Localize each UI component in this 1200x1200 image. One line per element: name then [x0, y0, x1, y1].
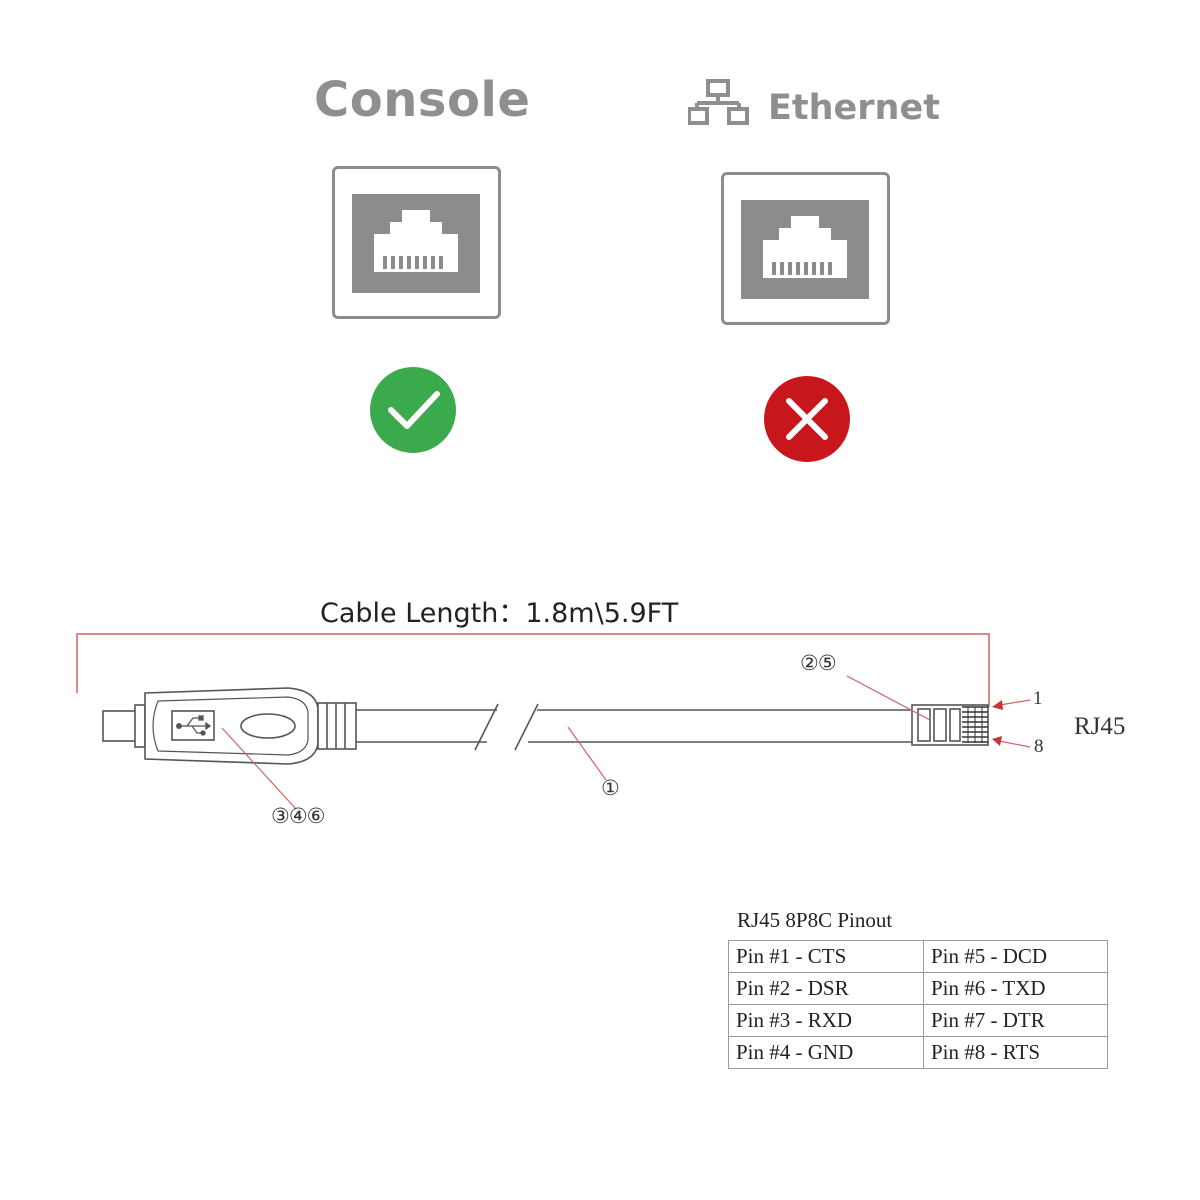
console-port-panel	[332, 166, 501, 319]
table-row: Pin #4 - GND Pin #8 - RTS	[728, 1036, 1108, 1069]
arrow-pin-1	[992, 700, 1003, 710]
table-row: Pin #3 - RXD Pin #7 - DTR	[728, 1004, 1108, 1037]
dimension-line	[76, 633, 990, 707]
table-row: Pin #1 - CTS Pin #5 - DCD	[728, 940, 1108, 973]
rj45-contacts	[962, 706, 988, 743]
leader-usb-plug	[221, 727, 297, 810]
pin-1-label: 1	[1033, 688, 1043, 709]
rj45-port-icon	[741, 200, 869, 299]
callout-cable: ①	[601, 776, 620, 800]
arrow-pin-8	[992, 736, 1002, 746]
cross-icon	[764, 376, 850, 462]
check-icon	[370, 367, 456, 453]
pinout-cell: Pin #4 - GND	[728, 1036, 924, 1069]
ethernet-port-panel	[721, 172, 890, 325]
console-title: Console	[314, 72, 531, 128]
usb-connector	[102, 687, 319, 765]
pinout-cell: Pin #2 - DSR	[728, 972, 924, 1005]
pinout-cell: Pin #3 - RXD	[728, 1004, 924, 1037]
leader-rj45-housing	[846, 675, 931, 721]
rj45-label: RJ45	[1074, 713, 1126, 740]
pinout-cell: Pin #5 - DCD	[923, 940, 1108, 973]
table-row: Pin #2 - DSR Pin #6 - TXD	[728, 972, 1108, 1005]
cable-body	[356, 703, 912, 751]
strain-relief	[317, 702, 357, 750]
cable-length-label: Cable Length：1.8m\5.9FT	[320, 598, 679, 629]
rj45-plug	[911, 704, 989, 746]
leader-cable	[567, 726, 607, 781]
pinout-title: RJ45 8P8C Pinout	[737, 908, 893, 932]
pinout-cell: Pin #8 - RTS	[923, 1036, 1108, 1069]
pinout-table: Pin #1 - CTS Pin #5 - DCD Pin #2 - DSR P…	[728, 940, 1108, 1069]
usb-icon	[176, 715, 212, 736]
rj45-port-icon	[352, 194, 480, 293]
callout-rj45-housing: ②⑤	[800, 651, 837, 675]
callout-usb-plug: ③④⑥	[271, 804, 325, 828]
pin-8-label: 8	[1034, 736, 1044, 757]
pinout-cell: Pin #6 - TXD	[923, 972, 1108, 1005]
ethernet-title: Ethernet	[768, 88, 940, 128]
pinout-cell: Pin #1 - CTS	[728, 940, 924, 973]
pinout-cell: Pin #7 - DTR	[923, 1004, 1108, 1037]
network-icon	[688, 79, 749, 125]
